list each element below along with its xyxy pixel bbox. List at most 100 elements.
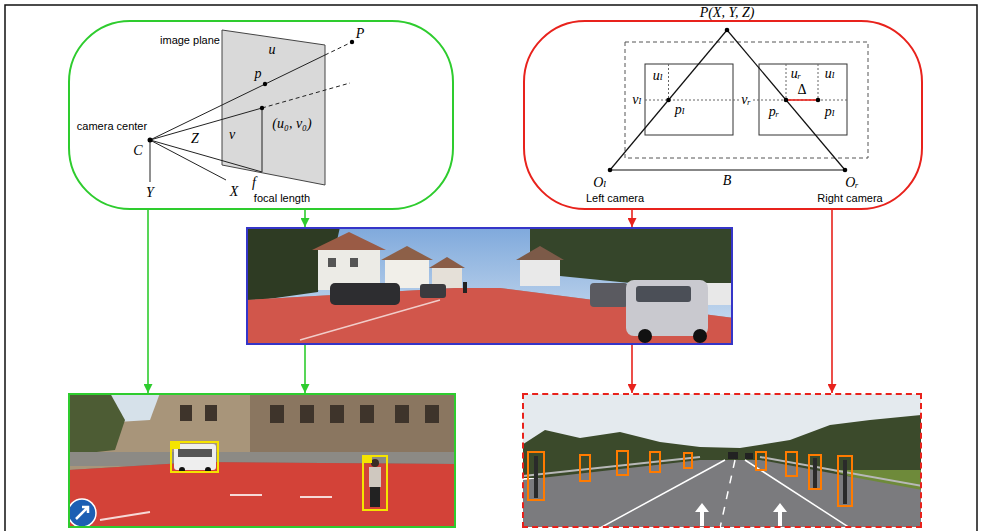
baseline <box>610 169 845 170</box>
stereo-detection-photo <box>728 452 738 459</box>
point-symbol: C <box>132 144 143 158</box>
disparity-symbol: Δ <box>796 83 807 97</box>
flow-arrow <box>631 210 633 227</box>
road-segmentation-image <box>246 227 733 345</box>
detection-box <box>171 442 218 472</box>
pinhole-model-drawing <box>148 30 355 185</box>
detection-tab <box>363 456 372 463</box>
stereo-detection-photo <box>534 456 538 498</box>
axis-symbol: X <box>229 185 240 199</box>
stereo-detection-photo <box>600 460 725 527</box>
detection-photo <box>270 405 284 423</box>
road-photo <box>636 286 691 302</box>
flow-arrow <box>831 210 833 393</box>
detection-photo <box>100 512 150 520</box>
point-dot <box>725 28 730 33</box>
principal-axis <box>150 108 262 140</box>
focal-line <box>150 140 262 172</box>
detection-photo <box>425 405 439 423</box>
stereo-detection-photo <box>760 457 921 486</box>
disparity-segment <box>786 99 818 101</box>
guide-line <box>786 64 787 100</box>
right-ray <box>727 30 845 170</box>
camera-label: Right camera <box>816 193 883 204</box>
detection-photo <box>69 394 455 527</box>
camera-symbol: Oₗ <box>592 176 608 190</box>
road-photo <box>247 228 732 344</box>
image-point-dot <box>263 82 267 86</box>
flow-arrow <box>631 345 633 393</box>
detection-box <box>528 452 544 500</box>
detection-photo <box>300 496 332 498</box>
flow-arrow <box>147 210 149 393</box>
point-symbol: pₗ <box>674 103 686 117</box>
world-point-dot <box>350 40 354 44</box>
detection-box <box>809 455 821 489</box>
road-photo <box>626 280 708 336</box>
plane-axis <box>262 108 263 172</box>
detection-photo <box>369 467 381 487</box>
guide-line <box>668 64 669 100</box>
road-photo <box>638 329 652 343</box>
detection-photo <box>69 462 455 527</box>
detection-box <box>580 455 590 481</box>
point-symbol: (u₀, v₀) <box>271 117 312 131</box>
traffic-sign <box>76 507 88 519</box>
left-ray <box>610 30 727 170</box>
detection-box <box>617 451 628 475</box>
camera-symbol: Oᵣ <box>844 176 860 190</box>
point-symbol: p <box>254 67 263 81</box>
road-photo <box>350 258 358 267</box>
coordinate-symbol: uᵣ <box>790 67 802 81</box>
road-photo <box>463 282 467 293</box>
axis-symbol: v <box>228 128 236 142</box>
camera-center-dot <box>148 138 153 143</box>
flow-arrow <box>304 210 306 227</box>
road-photo <box>516 246 564 260</box>
detection-photo <box>371 459 379 467</box>
road-photo <box>330 283 400 305</box>
stereo-detection-photo <box>773 503 787 526</box>
point-symbol: P(X, Y, Z) <box>699 6 756 20</box>
guide-line <box>818 64 819 100</box>
stereo-detection-photo <box>813 458 817 488</box>
camera-center-label: camera center <box>76 121 148 132</box>
baseline-symbol: B <box>722 174 733 188</box>
stereo-model-drawing <box>608 28 868 173</box>
detection-box <box>363 456 387 510</box>
coordinate-symbol: vₗ <box>631 93 643 107</box>
road-photo <box>328 258 336 267</box>
detection-box <box>650 452 660 472</box>
detection-photo <box>69 462 455 527</box>
point-symbol: pₗ <box>824 105 836 119</box>
detection-photo <box>174 444 216 470</box>
axis-symbol: Z <box>190 132 200 146</box>
point-dot <box>666 98 671 103</box>
detection-box <box>786 452 797 476</box>
detection-photo <box>370 487 380 507</box>
road-photo <box>429 257 465 268</box>
road-photo <box>300 300 440 340</box>
camera-label: Left camera <box>585 193 645 204</box>
point-dot <box>784 98 789 103</box>
x-axis <box>150 140 226 180</box>
detection-photo <box>250 394 455 455</box>
road-photo <box>247 228 732 344</box>
road-photo <box>312 232 386 250</box>
road-photo <box>705 283 732 305</box>
coordinate-symbol: uₗ <box>824 67 836 81</box>
detection-box <box>838 456 852 506</box>
detection-photo <box>330 405 344 423</box>
axis-symbol: u <box>268 43 277 57</box>
road-photo <box>381 246 433 260</box>
coordinate-symbol: uₗ <box>652 69 664 83</box>
point-dot <box>608 168 613 173</box>
stereo-detection-photo <box>843 460 847 504</box>
principal-axis-dashed <box>262 83 350 108</box>
detection-photo <box>300 405 314 423</box>
pinhole-camera-panel: image planeuvpP(u₀, v₀)camera centerCZff… <box>68 20 454 210</box>
detection-photo <box>69 394 125 455</box>
detection-box <box>684 453 692 468</box>
focal-length-label: focal length <box>253 193 311 204</box>
stereo-detection-photo <box>720 460 735 527</box>
